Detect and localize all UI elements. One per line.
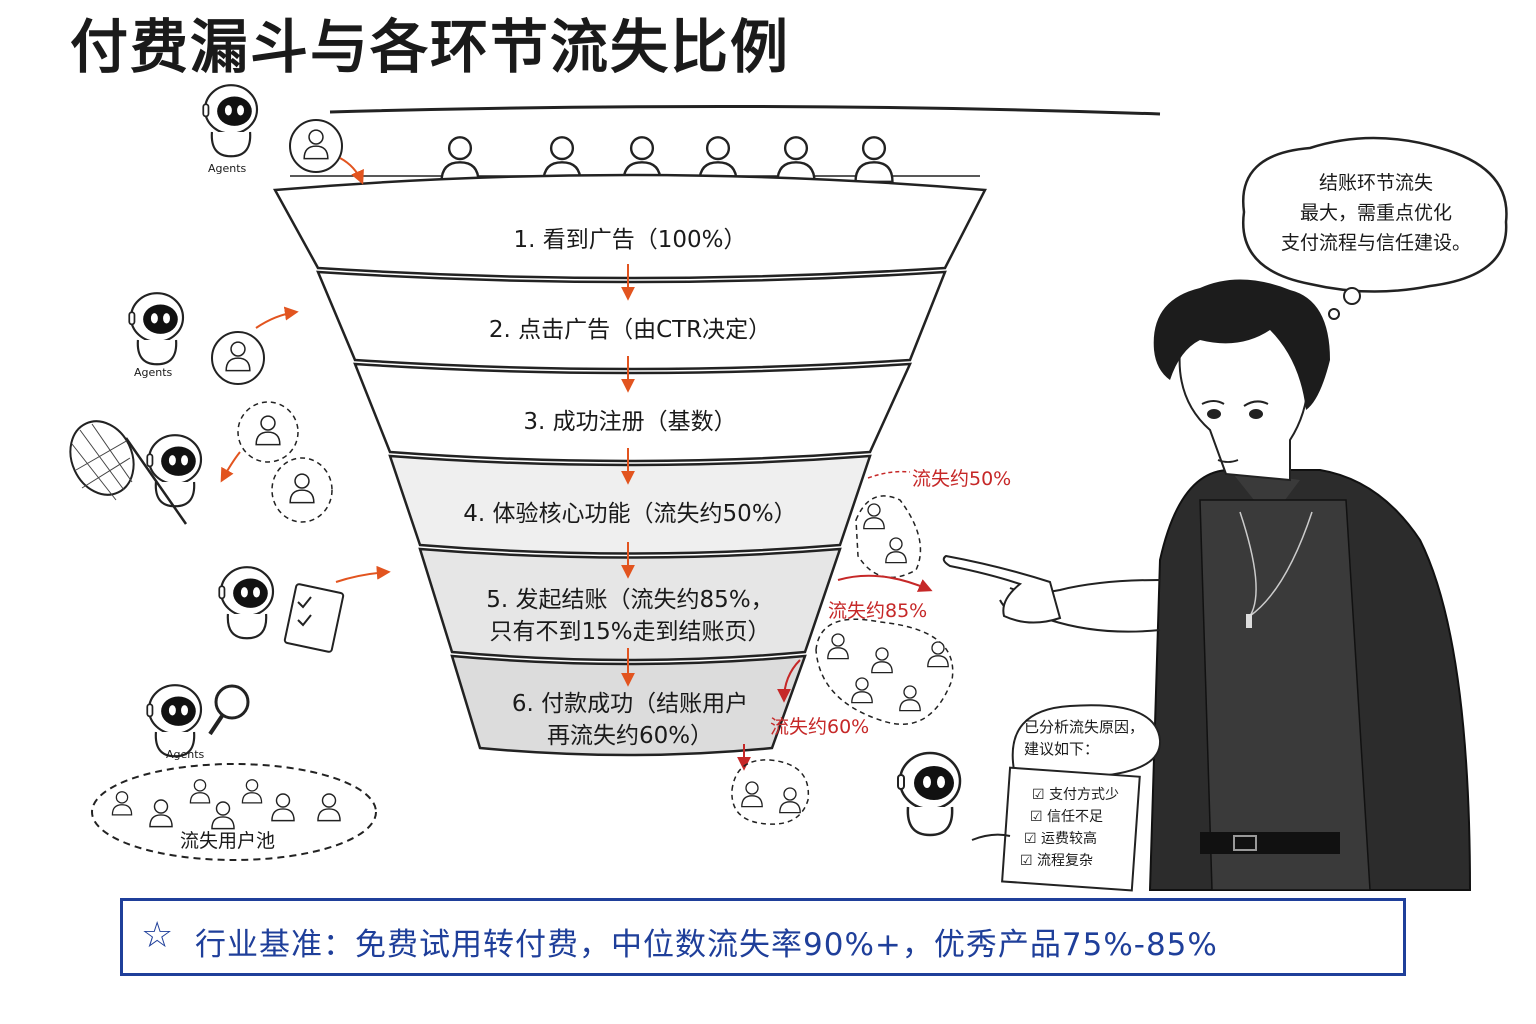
star-icon: ☆ — [141, 915, 174, 956]
funnel-stage-1: 1. 看到广告（100%） — [513, 227, 747, 253]
funnel-band-5 — [418, 547, 842, 662]
thought-bubble — [1241, 136, 1508, 320]
funnel — [272, 173, 987, 757]
title-underline — [329, 104, 1161, 116]
agent-tag: Agents — [134, 366, 173, 379]
checklist-item: ☑ 信任不足 — [1030, 809, 1104, 825]
funnel-stage-4: 4. 体验核心功能（流失约50%） — [463, 501, 797, 527]
agent-tag: Agents — [208, 162, 247, 175]
man-illustration — [942, 279, 1472, 891]
agent-tag: Agents — [166, 748, 205, 761]
checklist-item: ☑ 支付方式少 — [1032, 787, 1120, 803]
agent-robot-2 — [128, 292, 333, 523]
churn-group-stage6 — [731, 744, 810, 825]
checklist-item: ☑ 流程复杂 — [1020, 853, 1094, 869]
funnel-band-2 — [316, 270, 947, 371]
checklist-item: ☑ 运费较高 — [1024, 831, 1098, 847]
churned-pool-label: 流失用户池 — [180, 830, 276, 852]
funnel-stage-5: 5. 发起结账（流失约85%， 只有不到15%走到结账页） — [486, 587, 774, 645]
loss-label-stage6: 流失约60% — [770, 716, 870, 738]
churn-group-stage4 — [855, 470, 922, 579]
thought-bubble-text: 结账环节流失 最大，需重点优化 支付流程与信任建设。 — [1280, 172, 1471, 254]
robot-speech: 已分析流失原因， 建议如下： — [1024, 718, 1145, 758]
churned-user-pool — [91, 763, 377, 861]
loss-label-stage5: 流失约85% — [828, 600, 928, 622]
funnel-band-1 — [272, 173, 987, 280]
agent-robot-net — [69, 420, 203, 525]
page-title: 付费漏斗与各环节流失比例 — [69, 13, 790, 81]
agent-robot-magnifier — [146, 684, 250, 758]
funnel-band-4 — [388, 454, 872, 555]
loss-label-stage4: 流失约50% — [912, 468, 1012, 490]
agent-robot-checklist — [896, 704, 1162, 892]
agent-robot-1 — [202, 84, 364, 185]
churn-group-stage5 — [777, 574, 954, 725]
agent-robot-clipboard — [218, 565, 391, 653]
banner-text: 行业基准：免费试用转付费，中位数流失率90%+，优秀产品75%-85% — [195, 927, 1218, 963]
funnel-stage-6: 6. 付款成功（结账用户 再流失约60%） — [511, 691, 749, 749]
funnel-stage-2: 2. 点击广告（由CTR决定） — [488, 317, 772, 343]
funnel-band-3 — [353, 362, 913, 463]
funnel-stage-3: 3. 成功注册（基数） — [523, 409, 737, 435]
industry-benchmark-banner: ☆ 行业基准：免费试用转付费，中位数流失率90%+，优秀产品75%-85% — [120, 898, 1406, 976]
